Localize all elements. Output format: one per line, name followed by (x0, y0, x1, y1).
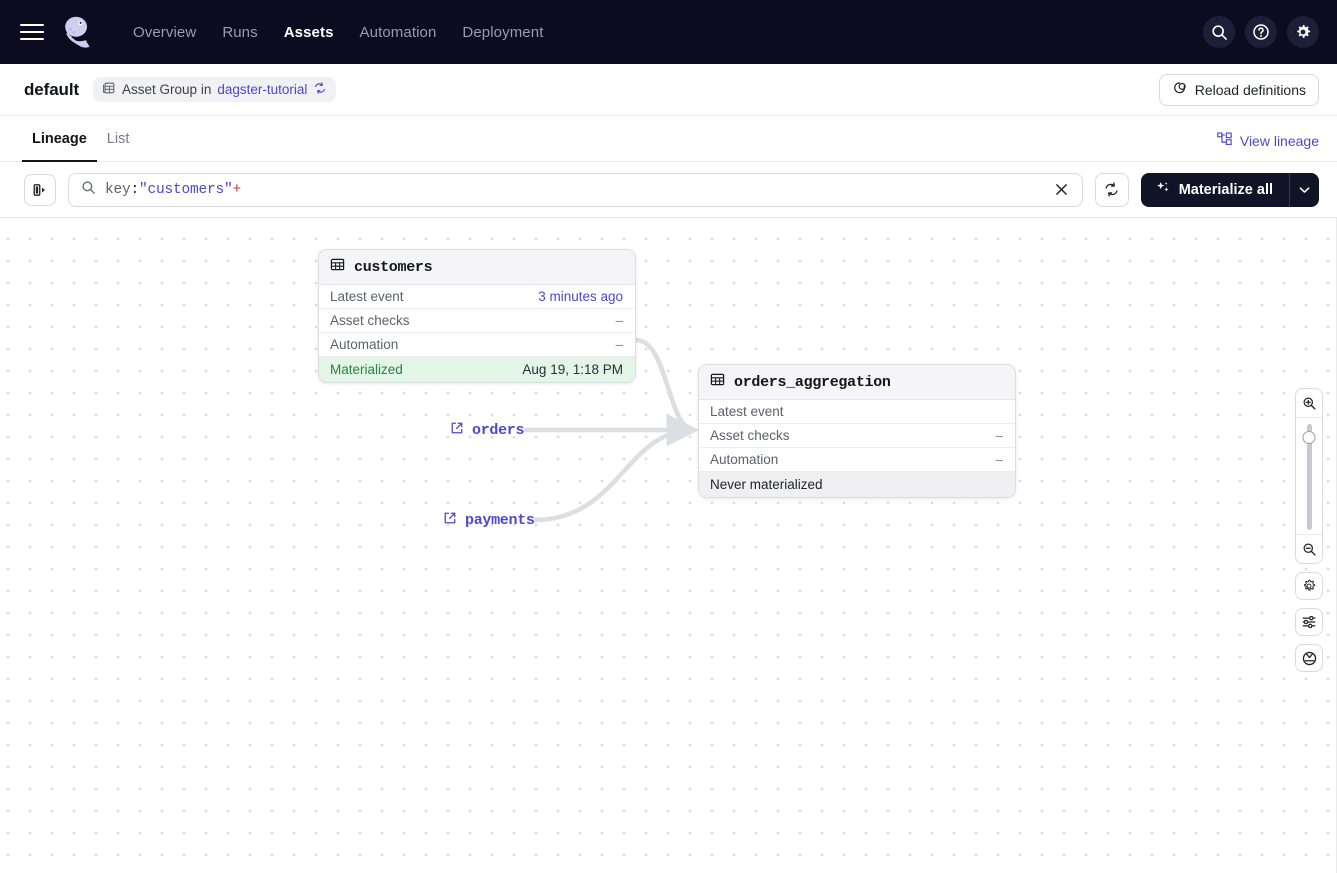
row-value: – (995, 452, 1003, 467)
zoom-in-icon-button[interactable] (1296, 389, 1322, 417)
tab-list-view[interactable]: List (106, 130, 130, 147)
search-icon (81, 180, 96, 200)
reload-definitions-button[interactable]: Reload definitions (1158, 73, 1319, 106)
asset-node-customers[interactable]: customers Latest event 3 minutes ago Ass… (318, 249, 636, 383)
page-header: default Asset Group in dagster-tutorial (0, 64, 1337, 116)
zoom-controls (1295, 388, 1323, 672)
external-link-icon (443, 511, 457, 530)
table-icon (330, 257, 345, 277)
tab-lineage[interactable]: Lineage (22, 116, 97, 162)
row-value: – (995, 428, 1003, 443)
status-timestamp[interactable]: Aug 19, 1:18 PM (522, 362, 623, 377)
asset-node-header: orders_aggregation (699, 365, 1015, 400)
graph-settings-gear-icon-button[interactable] (1295, 572, 1323, 600)
help-icon-button[interactable] (1245, 16, 1277, 48)
sparkles-icon (1155, 180, 1171, 200)
materialize-all-button[interactable]: Materialize all (1140, 172, 1289, 207)
nav-link-automation[interactable]: Automation (359, 23, 437, 41)
reload-definitions-label: Reload definitions (1194, 81, 1306, 98)
asset-group-icon (102, 81, 116, 98)
row-label: Asset checks (330, 313, 410, 328)
reload-icon (1172, 80, 1188, 99)
settings-gear-icon-button[interactable] (1287, 16, 1319, 48)
asset-node-row-latest-event: Latest event 3 minutes ago (319, 285, 635, 309)
materialize-all-group: Materialize all (1140, 172, 1319, 207)
graph-toolbar: key:"customers"+ (0, 162, 1337, 218)
chevron-down-icon (1299, 182, 1310, 197)
nav-actions (1203, 16, 1319, 48)
top-navigation-bar: Overview Runs Assets Automation Deployme… (0, 0, 1337, 64)
dagster-logo[interactable] (58, 12, 98, 52)
materialize-all-label: Materialize all (1178, 181, 1273, 198)
row-value: – (615, 313, 623, 328)
external-asset-label: payments (465, 512, 535, 529)
asset-node-row-asset-checks: Asset checks – (699, 424, 1015, 448)
row-value[interactable]: 3 minutes ago (538, 289, 623, 304)
search-icon-button[interactable] (1203, 16, 1235, 48)
asset-node-title: orders_aggregation (734, 373, 891, 391)
refresh-icon[interactable] (313, 81, 327, 98)
materialize-options-caret-button[interactable] (1289, 172, 1319, 207)
asset-group-pill-prefix: Asset Group in (122, 82, 212, 97)
asset-node-row-automation: Automation – (319, 333, 635, 357)
lineage-icon (1216, 132, 1233, 149)
table-icon (710, 372, 725, 392)
external-asset-payments[interactable]: payments (443, 511, 535, 530)
asset-node-orders-aggregation[interactable]: orders_aggregation Latest event Asset ch… (698, 364, 1016, 498)
zoom-slider-rail (1306, 424, 1312, 530)
tab-list: Lineage List (22, 116, 139, 162)
status-label: Never materialized (710, 477, 823, 492)
nav-link-deployment[interactable]: Deployment (462, 23, 544, 41)
graph-edges (524, 337, 699, 523)
zoom-slider-track[interactable] (1296, 417, 1322, 535)
hamburger-menu-icon[interactable] (20, 18, 48, 46)
main-nav-links: Overview Runs Assets Automation Deployme… (120, 18, 556, 47)
asset-node-status-never-materialized: Never materialized (699, 472, 1015, 497)
tab-bar: Lineage List View lineage (0, 116, 1337, 162)
nav-link-overview[interactable]: Overview (133, 23, 197, 41)
row-value: – (615, 337, 623, 352)
lineage-graph-canvas[interactable]: customers Latest event 3 minutes ago Ass… (0, 218, 1337, 873)
asset-node-row-asset-checks: Asset checks – (319, 309, 635, 333)
view-lineage-label: View lineage (1239, 132, 1319, 149)
asset-node-title: customers (354, 258, 433, 276)
asset-node-row-latest-event: Latest event (699, 400, 1015, 424)
external-asset-orders[interactable]: orders (450, 421, 525, 440)
nav-link-runs[interactable]: Runs (222, 23, 258, 41)
search-query-key: key (105, 181, 131, 198)
row-label: Automation (330, 337, 399, 352)
zoom-slider-handle[interactable] (1302, 431, 1316, 444)
close-icon[interactable] (1052, 180, 1072, 200)
row-label: Latest event (710, 404, 784, 419)
asset-node-row-automation: Automation – (699, 448, 1015, 472)
row-label: Automation (710, 452, 779, 467)
asset-group-pill-link[interactable]: dagster-tutorial (217, 82, 308, 97)
view-lineage-link[interactable]: View lineage (1216, 132, 1319, 149)
zoom-slider-stack (1295, 388, 1323, 564)
zoom-out-icon-button[interactable] (1296, 535, 1322, 563)
search-query-value: "customers" (139, 181, 233, 198)
panel-expand-icon-button[interactable] (24, 173, 56, 206)
asset-node-header: customers (319, 250, 635, 285)
asset-node-status-materialized: Materialized Aug 19, 1:18 PM (319, 357, 635, 382)
row-label: Asset checks (710, 428, 790, 443)
nav-link-assets[interactable]: Assets (283, 23, 334, 41)
status-label: Materialized (330, 362, 403, 377)
search-query-plus: + (232, 181, 242, 198)
graph-filters-sliders-icon-button[interactable] (1295, 608, 1323, 636)
search-query-text: key:"customers"+ (105, 182, 241, 198)
external-asset-label: orders (472, 422, 525, 439)
asset-search-input[interactable]: key:"customers"+ (68, 172, 1083, 207)
search-query-colon: : (130, 181, 140, 198)
external-link-icon (450, 421, 464, 440)
asset-group-pill[interactable]: Asset Group in dagster-tutorial (93, 77, 337, 102)
refresh-graph-button[interactable] (1094, 172, 1129, 207)
recenter-graph-icon-button[interactable] (1295, 644, 1323, 672)
page-title: default (24, 79, 80, 99)
row-label: Latest event (330, 289, 404, 304)
